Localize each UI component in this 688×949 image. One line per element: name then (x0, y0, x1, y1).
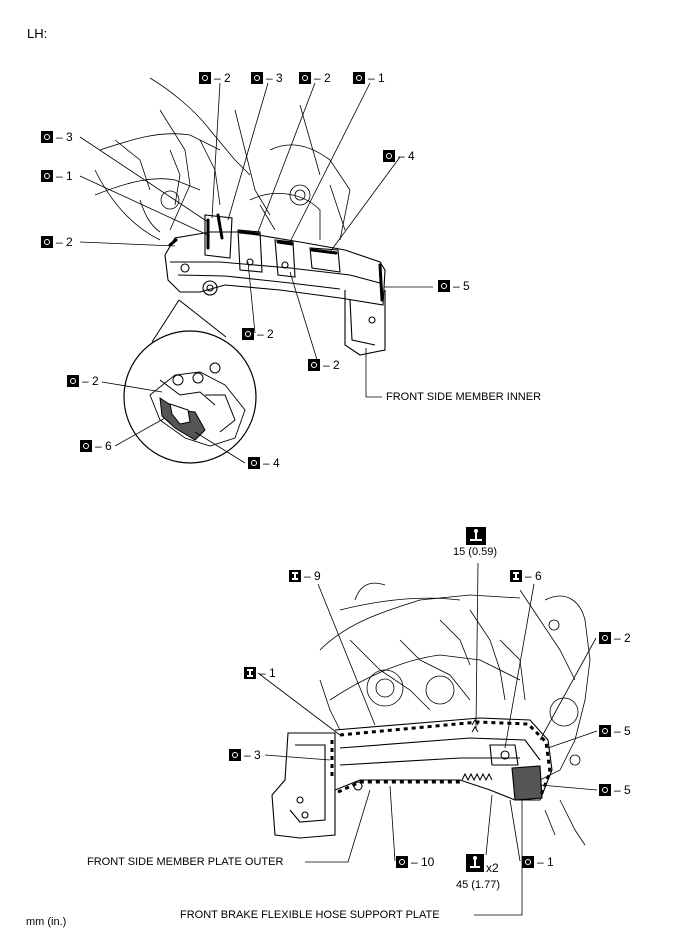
callout-spot-weld: – 2 (242, 327, 274, 341)
callout-spot-weld: – 3 (41, 130, 73, 144)
torque-value-top: 15 (0.59) (453, 546, 498, 558)
spot-weld-icon (67, 375, 79, 387)
top-detail-circle (123, 299, 257, 464)
page-title: LH: (27, 26, 48, 41)
callout-spot-weld: – 4 (248, 456, 280, 470)
arc-weld-icon (244, 667, 256, 679)
torque-icon-top (466, 527, 486, 545)
callout-spot-weld: – 2 (199, 71, 231, 85)
callout-arc-weld: – 9 (289, 569, 321, 583)
spot-weld-icon (599, 784, 611, 796)
callout-spot-weld: – 5 (599, 724, 631, 738)
spot-weld-icon (599, 725, 611, 737)
callout-spot-weld: – 2 (299, 71, 331, 85)
spot-weld-icon (599, 632, 611, 644)
callout-arc-weld: – 6 (510, 569, 542, 583)
part-label-plate-outer: FRONT SIDE MEMBER PLATE OUTER (87, 856, 284, 868)
callout-spot-weld: – 5 (599, 783, 631, 797)
callout-arc-weld: – 1 (244, 666, 276, 680)
part-label-member-inner: FRONT SIDE MEMBER INNER (386, 391, 542, 403)
callout-spot-weld: – 2 (67, 374, 99, 388)
callout-spot-weld: – 1 (353, 71, 385, 85)
top-weld-seams (168, 213, 384, 302)
spot-weld-icon (308, 359, 320, 371)
top-background-structure (94, 77, 351, 241)
bottom-spring-marker (461, 719, 493, 782)
spot-weld-icon (199, 72, 211, 84)
front-side-member-inner (164, 214, 386, 356)
arc-weld-icon (510, 570, 522, 582)
bottom-background-structure (319, 582, 591, 846)
bottom-leader-lines (257, 562, 598, 916)
front-side-member-plate-outer (271, 717, 553, 839)
callout-spot-weld: – 6 (80, 439, 112, 453)
spot-weld-icon (522, 856, 534, 868)
callout-spot-weld: – 2 (599, 631, 631, 645)
units-note: mm (in.) (26, 916, 67, 928)
spot-weld-icon (41, 236, 53, 248)
callout-spot-weld: – 2 (308, 358, 340, 372)
spot-weld-icon (80, 440, 92, 452)
spot-weld-icon (353, 72, 365, 84)
top-leader-lines (79, 82, 433, 464)
spot-weld-icon (251, 72, 263, 84)
spot-weld-icon (242, 328, 254, 340)
callout-spot-weld: – 3 (229, 748, 261, 762)
spot-weld-icon (41, 170, 53, 182)
spot-weld-icon (396, 856, 408, 868)
spot-weld-icon (248, 457, 260, 469)
callout-spot-weld: – 1 (41, 169, 73, 183)
spot-weld-icon (229, 749, 241, 761)
torque-icon-bottom (466, 854, 484, 872)
part-label-hose-support: FRONT BRAKE FLEXIBLE HOSE SUPPORT PLATE (180, 909, 440, 921)
callout-spot-weld: – 4 (383, 149, 415, 163)
spot-weld-icon (383, 150, 395, 162)
arc-weld-icon (289, 570, 301, 582)
callout-spot-weld: – 3 (251, 71, 283, 85)
torque-value-bottom: 45 (1.77) (456, 879, 501, 891)
callout-spot-weld: – 2 (41, 235, 73, 249)
callout-spot-weld: – 5 (438, 279, 470, 293)
torque-multiplier: x2 (486, 861, 499, 875)
callout-spot-weld: – 1 (522, 855, 554, 869)
spot-weld-icon (438, 280, 450, 292)
spot-weld-icon (299, 72, 311, 84)
bottom-weld-seams (330, 720, 552, 799)
spot-weld-icon (41, 131, 53, 143)
callout-spot-weld: – 10 (396, 855, 434, 869)
